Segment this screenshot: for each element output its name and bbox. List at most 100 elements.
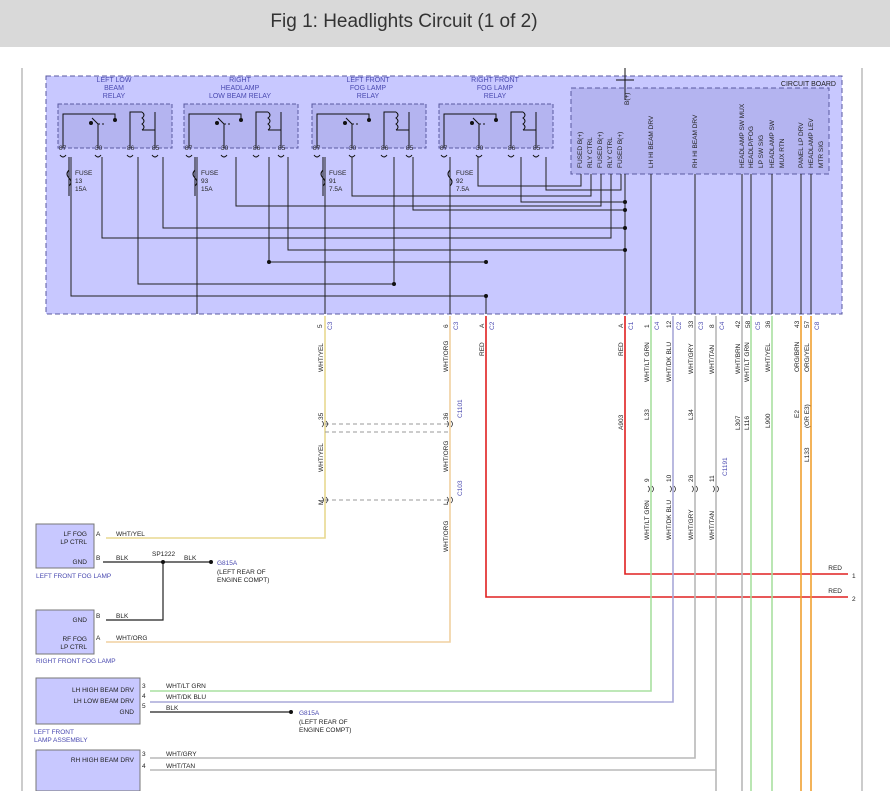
lh-lamp-pin: 3 — [142, 683, 146, 690]
splice-label: SP1222 — [152, 551, 176, 558]
lh-lamp-pin: 4 — [142, 693, 146, 700]
relay-terminal — [151, 154, 159, 158]
fuse-label: 93 — [201, 178, 209, 185]
circuit-id-label: L133 — [804, 447, 811, 462]
relay-box — [57, 103, 173, 149]
relay-terminal — [220, 154, 228, 158]
connector-pin-label: A — [618, 323, 625, 328]
rh-lamp-pin: 4 — [142, 763, 146, 770]
lh-lamp-box — [35, 677, 141, 725]
circuit-id-label: L33 — [644, 409, 651, 420]
junction-dot — [623, 200, 627, 204]
junction-dot — [392, 282, 396, 286]
module-pin-label: PANEL LP DRV — [798, 122, 805, 168]
wire-label: WHT/ORG — [116, 635, 147, 642]
circuit-id-label: A903 — [618, 414, 625, 430]
offpage-wire-label: RED — [828, 565, 842, 572]
wire-label: BLK — [116, 555, 129, 562]
relay-pin-label: 87 — [313, 145, 321, 152]
relay-terminal — [440, 154, 448, 158]
module-pin-label: HEADLAMP LEV — [808, 118, 815, 168]
fuse-label: FUSE — [329, 170, 347, 177]
connector-pin-label: 42 — [735, 320, 742, 328]
relay-terminal — [126, 154, 134, 158]
rf-fog-lamp-box — [35, 609, 95, 655]
wire-color-label: WHT/ORG — [443, 441, 450, 472]
connector-pin-label: 5 — [317, 324, 324, 328]
wire-color-label: RED — [618, 342, 625, 356]
lf-fog-caption: LEFT FRONT FOG LAMP — [36, 573, 111, 580]
connector-pin-label: 58 — [745, 320, 752, 328]
offpage-ref: 1 — [852, 573, 856, 580]
connector-pin-label: 36 — [765, 320, 772, 328]
rf-fog-gnd: GND — [73, 617, 88, 624]
wire-color-label: WHT/ORG — [443, 341, 450, 372]
c1101-label: C1101 — [457, 399, 464, 418]
module-pin-label: MTR SIG — [818, 141, 825, 168]
wire-label: BLK — [184, 555, 197, 562]
wire-wht-gry — [150, 316, 696, 759]
relay-name-label: FOG LAMP — [477, 85, 514, 92]
c1191-pin: 26 — [688, 474, 695, 482]
lf-fog-line: LP CTRL — [60, 539, 87, 546]
connector-hook — [712, 485, 719, 493]
wire-color-label: WHT/YEL — [318, 443, 325, 472]
connector-hook — [691, 485, 698, 493]
ground-note: ENGINE COMPT) — [299, 727, 351, 734]
connector-id-label: C8 — [814, 321, 821, 330]
relay-box — [311, 103, 427, 149]
bplus-label: B(+) — [624, 93, 631, 105]
c1191-pin: 11 — [709, 475, 716, 482]
connector-hook — [647, 485, 654, 493]
wire-label: WHT/DK BLU — [166, 694, 206, 701]
relay-terminal — [532, 154, 540, 158]
circuit-id-label: L34 — [688, 409, 695, 420]
wire-color-label: WHT/GRY — [688, 343, 695, 374]
wire-color-label: WHT/YEL — [765, 343, 772, 372]
connector-id-label: C5 — [755, 321, 762, 330]
ground-note: (LEFT REAR OF — [299, 719, 348, 726]
wire-color-label: WHT/LT GRN — [644, 500, 651, 540]
wire-color-label: WHT/TAN — [709, 511, 716, 540]
wire-color-label: WHT/DK BLU — [666, 342, 673, 382]
connector-id-label: C4 — [719, 321, 726, 330]
module-pin-label: RLY CTRL — [587, 137, 594, 168]
connector-hook — [321, 420, 328, 428]
relay-pin-label: 30 — [476, 145, 484, 152]
ground-note: ENGINE COMPT) — [217, 577, 269, 584]
module-pin-label: RLY CTRL — [607, 137, 614, 168]
wire-label: WHT/LT GRN — [166, 683, 206, 690]
connector-pin-label: 1 — [644, 324, 651, 328]
wire-red-2 — [485, 316, 848, 598]
relay-pin-label: 87 — [440, 145, 448, 152]
wire-color-label: WHT/YEL — [318, 343, 325, 372]
relay-terminal — [185, 154, 193, 158]
connector-pin-label: 12 — [666, 320, 673, 328]
relay-pin-label: 85 — [152, 145, 160, 152]
relay-terminal — [313, 154, 321, 158]
circuit-id-label: L116 — [744, 416, 751, 430]
relay-pin-label: 86 — [253, 145, 261, 152]
relay-pin-label: 30 — [221, 145, 229, 152]
module-pin-label: HEADLP/FOG — [748, 126, 755, 168]
connector-pin-label: A — [479, 323, 486, 328]
relay-name-label: RELAY — [484, 93, 507, 100]
fuse-label: 15A — [201, 186, 213, 193]
wire-color-label: RED — [479, 342, 486, 356]
relay-contact — [215, 121, 219, 125]
connector-id-label: C2 — [489, 321, 496, 330]
lh-lamp-caption: LEFT FRONT — [34, 729, 74, 736]
relay-terminal — [252, 154, 260, 158]
connector-pin-label: 57 — [804, 320, 811, 328]
wire-color-label: WHT/LT GRN — [644, 342, 651, 382]
junction-dot — [484, 294, 488, 298]
relay-pin-label: 86 — [127, 145, 135, 152]
connector-hook — [446, 496, 453, 504]
relay-name-label: RIGHT FRONT — [471, 77, 519, 84]
rf-fog-line: RF FOG — [62, 636, 87, 643]
wire-label: WHT/YEL — [116, 531, 145, 538]
connector-pin-label: 8 — [709, 324, 716, 328]
fuse-label: 92 — [456, 178, 464, 185]
c1101-pin: 36 — [443, 412, 450, 420]
wire-color-label: WHT/TAN — [709, 345, 716, 374]
